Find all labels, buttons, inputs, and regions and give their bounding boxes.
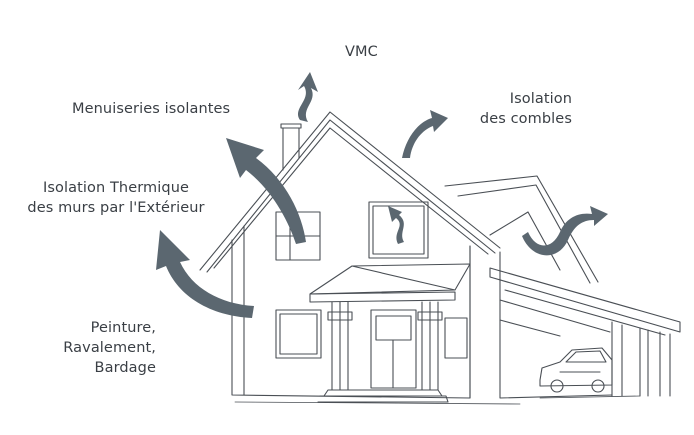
curved-arrow-ite <box>156 230 254 318</box>
porch-column-right <box>421 301 439 391</box>
curved-arrow-combles <box>402 110 448 158</box>
label-isolation-thermique: Isolation Thermique des murs par l'Extér… <box>10 178 222 218</box>
curved-arrow-menuiseries <box>226 138 306 244</box>
curved-arrow-wing <box>522 206 608 256</box>
label-isolation-combles-line1: Isolation <box>509 91 572 107</box>
window-lower-right <box>444 317 468 359</box>
label-peinture-ravalement: Peinture, Ravalement, Bardage <box>36 318 156 378</box>
curved-arrow-window <box>388 206 404 244</box>
carport-roof <box>489 267 681 333</box>
ground-line <box>234 395 641 405</box>
label-vmc: VMC <box>345 44 378 60</box>
porch-roof <box>309 263 471 295</box>
car <box>539 347 613 387</box>
carport-post <box>611 321 623 397</box>
main-roof <box>199 111 501 271</box>
label-isolation-combles: Isolation des combles <box>452 89 572 129</box>
window-lower-left <box>275 309 322 359</box>
label-isolation-combles-line2: des combles <box>479 111 572 127</box>
label-menuiseries-isolantes: Menuiseries isolantes <box>72 101 231 117</box>
front-steps <box>317 389 449 403</box>
label-isolation-thermique-line2: des murs par l'Extérieur <box>27 200 205 216</box>
label-peinture-line3: Bardage <box>94 360 156 376</box>
main-wall <box>231 239 471 399</box>
wing-roof <box>444 175 599 283</box>
curved-arrow-vmc <box>298 72 318 122</box>
chimney <box>282 127 300 171</box>
porch-column-left <box>331 301 349 391</box>
label-peinture-line1: Peinture, <box>90 320 156 336</box>
label-peinture-line2: Ravalement, <box>63 340 156 356</box>
label-isolation-thermique-line1: Isolation Thermique <box>42 180 190 196</box>
window-upper-center <box>368 201 429 259</box>
